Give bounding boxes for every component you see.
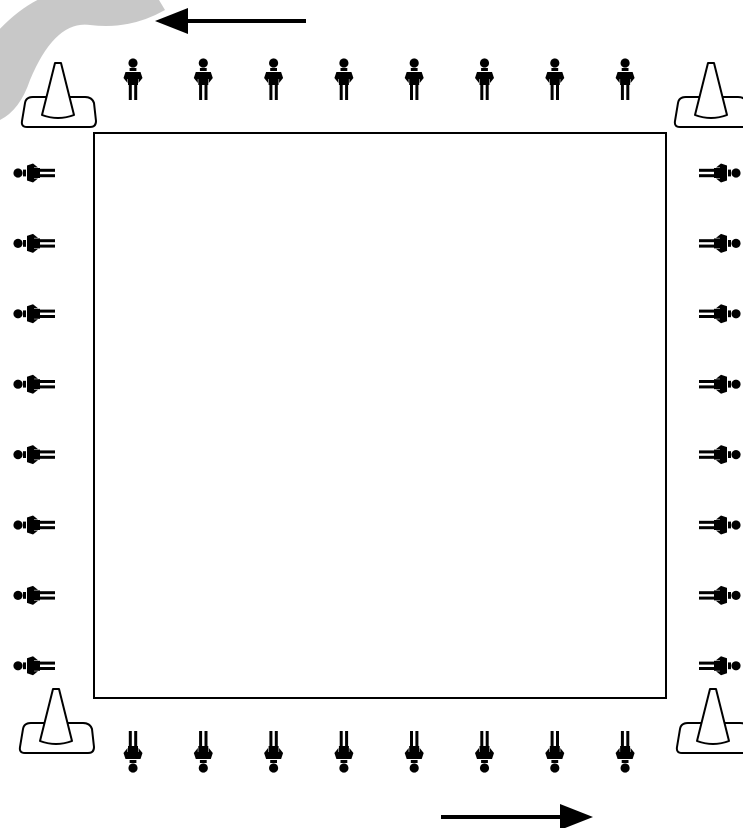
person-icon-right-5 — [699, 445, 741, 464]
arrow-right-icon — [441, 804, 593, 828]
center-square — [94, 133, 666, 698]
person-icon-right-3 — [699, 304, 741, 323]
person-icon-top-8 — [616, 58, 635, 100]
person-icon-left-4 — [13, 375, 55, 394]
person-icon-bottom-8 — [616, 731, 635, 773]
person-icon-bottom-7 — [545, 731, 564, 773]
person-icon-bottom-6 — [475, 731, 494, 773]
person-icon-left-5 — [13, 445, 55, 464]
person-icon-right-4 — [699, 375, 741, 394]
person-icon-right-6 — [699, 516, 741, 535]
person-icon-top-4 — [334, 58, 353, 100]
person-icon-bottom-4 — [334, 731, 353, 773]
person-icon-bottom-5 — [405, 731, 424, 773]
person-icon-left-8 — [13, 656, 55, 675]
person-icon-bottom-1 — [124, 731, 143, 773]
traffic-cone-icon-bottom-right — [677, 689, 743, 753]
person-icon-top-6 — [475, 58, 494, 100]
person-icon-top-3 — [264, 58, 283, 100]
traffic-cone-icon-bottom-left — [20, 689, 94, 753]
person-icon-left-7 — [13, 586, 55, 605]
person-icon-left-3 — [13, 304, 55, 323]
traffic-cone-icon-top-right — [675, 63, 743, 127]
person-icon-bottom-2 — [194, 731, 213, 773]
person-icon-left-1 — [13, 164, 55, 183]
person-icon-right-7 — [699, 586, 741, 605]
person-icon-right-8 — [699, 656, 741, 675]
person-icon-top-1 — [124, 58, 143, 100]
arrow-left-icon — [155, 8, 306, 34]
person-icon-top-7 — [545, 58, 564, 100]
person-icon-right-1 — [699, 164, 741, 183]
person-icon-top-2 — [194, 58, 213, 100]
person-icon-top-5 — [405, 58, 424, 100]
person-icon-right-2 — [699, 234, 741, 253]
person-icon-left-2 — [13, 234, 55, 253]
person-icon-left-6 — [13, 516, 55, 535]
person-icon-bottom-3 — [264, 731, 283, 773]
